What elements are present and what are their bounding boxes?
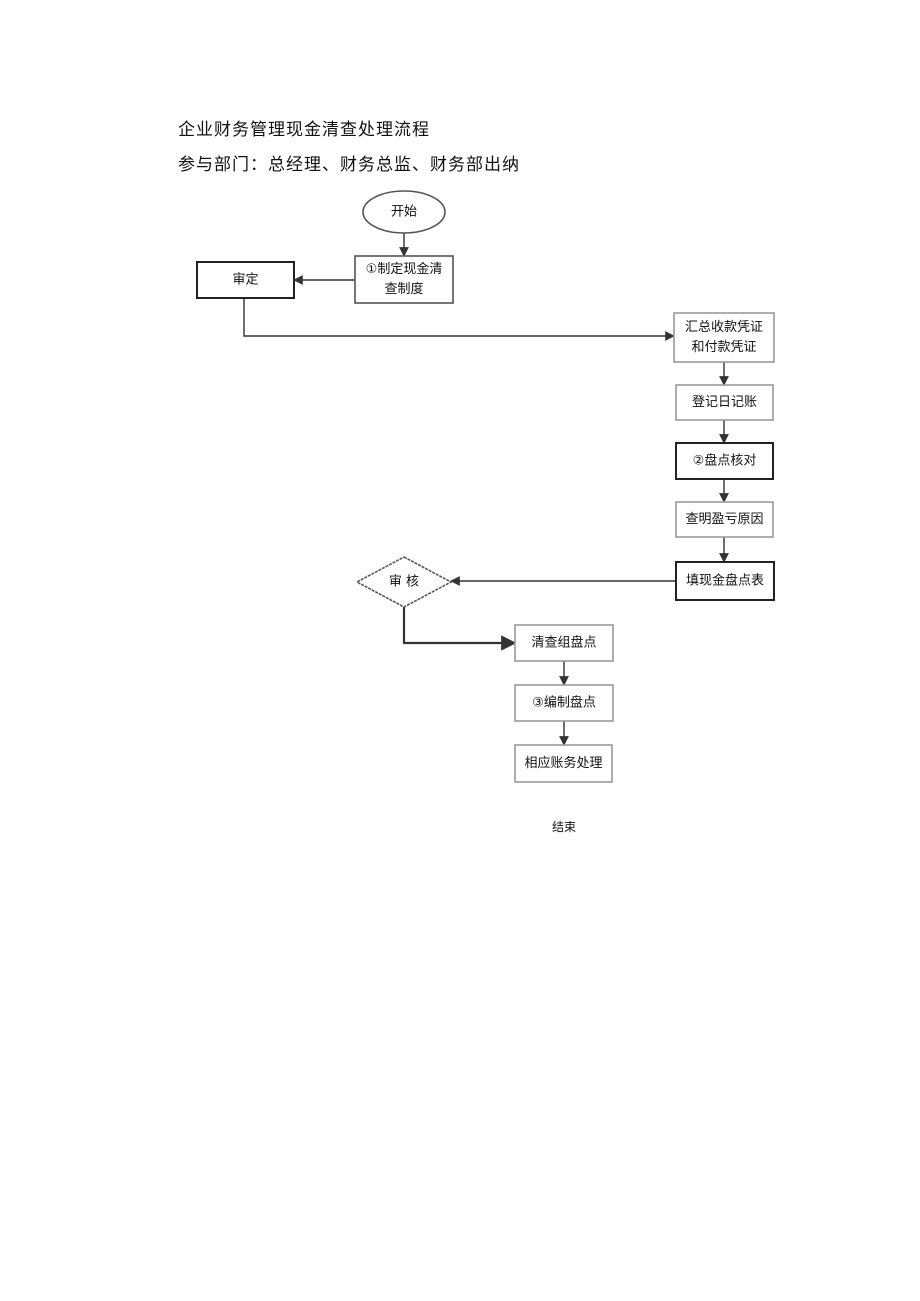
node-label-team-count: 清查组盘点 — [531, 635, 596, 651]
node-start: 开始 — [362, 190, 446, 234]
node-shape-approve — [196, 261, 295, 299]
node-label-approve: 审定 — [232, 273, 258, 288]
node-shape-make-policy — [354, 255, 454, 304]
node-approve: 审定 — [196, 261, 295, 299]
node-register-journal: 登记日记账 — [675, 384, 774, 421]
node-label-count-verify: ②盘点核对 — [693, 453, 757, 469]
node-shape-review — [355, 556, 453, 608]
node-accounting: 相应账务处理 — [514, 744, 613, 783]
node-team-count: 清查组盘点 — [514, 624, 614, 662]
node-shape-start — [362, 190, 446, 234]
node-shape-find-cause — [675, 501, 774, 538]
edge-review-to-team-count — [402, 607, 517, 651]
node-label-review: 审 核 — [389, 575, 419, 590]
node-fill-table: 填现金盘点表 — [675, 561, 775, 601]
node-label-find-cause: 查明盈亏原因 — [685, 512, 763, 527]
node-compile-count: ③编制盘点 — [514, 684, 614, 722]
node-label-fill-table: 填现金盘点表 — [686, 573, 764, 589]
node-shape-register-journal — [675, 384, 774, 421]
node-find-cause: 查明盈亏原因 — [675, 501, 774, 538]
node-shape-accounting — [514, 744, 613, 783]
node-label-accounting: 相应账务处理 — [524, 755, 602, 771]
node-shape-count-verify — [675, 442, 774, 480]
node-label-summarize-vouchers: 和付款凭证 — [691, 340, 756, 355]
node-label-summarize-vouchers: 汇总收款凭证 — [685, 320, 763, 335]
flowchart-edges — [243, 233, 729, 746]
node-label-register-journal: 登记日记账 — [692, 395, 757, 410]
node-label-end: 结束 — [552, 820, 576, 834]
node-shape-fill-table — [675, 561, 775, 601]
node-shape-compile-count — [514, 684, 614, 722]
document-title: 企业财务管理现金清查处理流程 — [178, 120, 430, 140]
node-count-verify: ②盘点核对 — [675, 442, 774, 480]
node-end: 结束 — [552, 820, 576, 834]
edge-approve-to-summarize-vouchers — [243, 298, 675, 341]
node-label-make-policy: ①制定现金清 — [366, 261, 443, 277]
node-review: 审 核 — [355, 556, 453, 608]
node-label-start: 开始 — [391, 205, 417, 220]
node-shape-summarize-vouchers — [673, 312, 775, 363]
node-shape-team-count — [514, 624, 614, 662]
node-label-make-policy: 查制度 — [384, 281, 423, 297]
node-label-compile-count: ③编制盘点 — [532, 695, 596, 711]
participating-departments: 参与部门：总经理、财务总监、财务部出纳 — [178, 155, 520, 175]
